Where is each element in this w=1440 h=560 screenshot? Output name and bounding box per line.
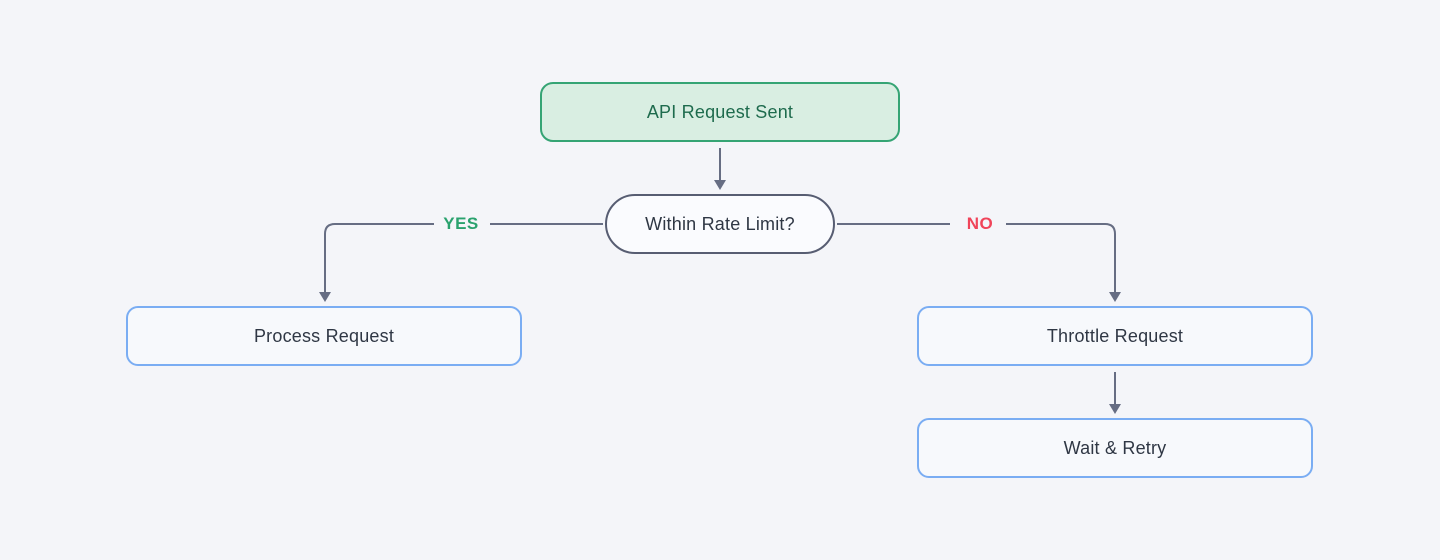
edge-yes-segment-left: [324, 223, 434, 292]
arrowhead-throttle-to-wait: [1109, 404, 1121, 414]
node-wait-and-retry: Wait & Retry: [917, 418, 1313, 478]
node-throttle-request-label: Throttle Request: [1046, 325, 1184, 346]
arrowhead-yes: [319, 292, 331, 302]
node-throttle-request: Throttle Request: [917, 306, 1313, 366]
node-within-rate-limit: Within Rate Limit?: [605, 194, 835, 254]
edge-label-yes: YES: [443, 214, 479, 233]
arrowhead-no: [1109, 292, 1121, 302]
node-process-request-label: Process Request: [253, 325, 395, 346]
node-process-request: Process Request: [126, 306, 522, 366]
edge-label-no: NO: [966, 214, 994, 233]
node-wait-and-retry-label: Wait & Retry: [1063, 437, 1167, 458]
node-api-request-sent-label: API Request Sent: [646, 101, 794, 122]
edge-no-segment-right: [1006, 223, 1116, 292]
arrowhead-start-to-decision: [714, 180, 726, 190]
node-api-request-sent: API Request Sent: [540, 82, 900, 142]
node-within-rate-limit-label: Within Rate Limit?: [645, 213, 795, 234]
